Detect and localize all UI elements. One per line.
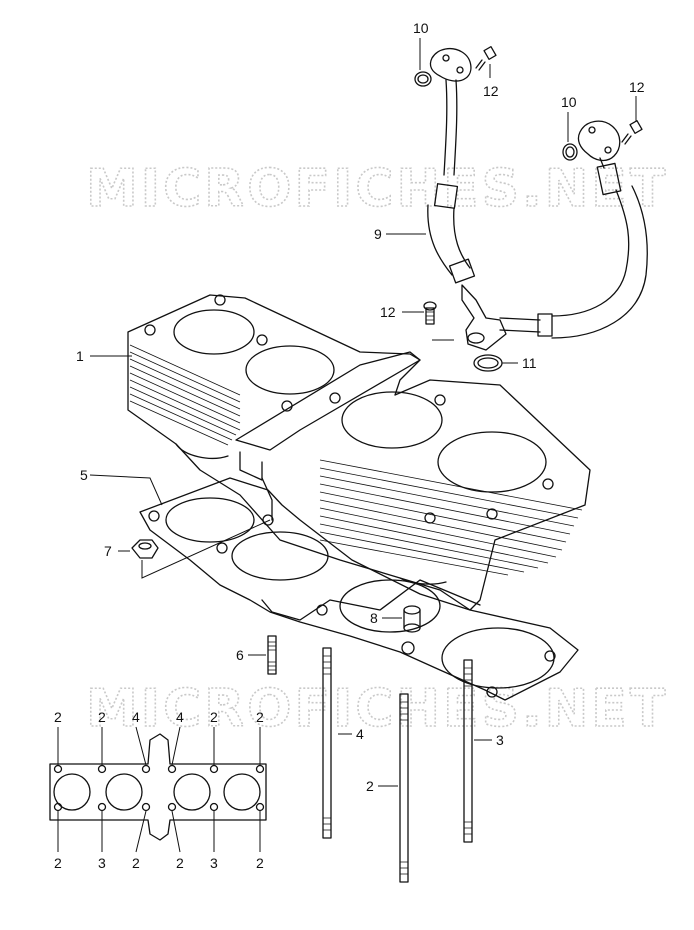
bolt-12-right [621, 120, 643, 145]
callout-11: 11 [522, 355, 537, 371]
stud-map-top-1: 2 [54, 709, 62, 725]
stud-map-top-4: 4 [176, 709, 184, 725]
callout-9: 9 [374, 226, 382, 242]
watermark-bottom: MICROFICHES.NET [86, 679, 668, 739]
stud-map-top-6: 2 [256, 709, 264, 725]
bolt-12-top [475, 46, 497, 71]
stud-location-map [49, 726, 267, 853]
callout-7: 7 [104, 543, 112, 559]
bolt-12-mid [423, 301, 437, 325]
stud-2 [399, 693, 409, 883]
stud-map-top-2: 2 [98, 709, 106, 725]
callout-10-left: 10 [413, 20, 429, 36]
nut-7 [131, 539, 159, 559]
washer-10-left [414, 71, 432, 87]
stud-map-bottom-5: 3 [210, 855, 218, 871]
stud-map-bottom-1: 2 [54, 855, 62, 871]
callout-10-right: 10 [561, 94, 577, 110]
dowel-8 [403, 605, 421, 633]
oil-hose-assembly [427, 47, 648, 351]
callout-1: 1 [76, 348, 84, 364]
stud-map-bottom-6: 2 [256, 855, 264, 871]
stud-6 [267, 635, 277, 675]
stud-map-bottom-4: 2 [176, 855, 184, 871]
callout-12-mid: 12 [380, 304, 396, 320]
stud-3 [463, 659, 473, 843]
watermark-top: MICROFICHES.NET [86, 159, 668, 219]
stud-4 [322, 647, 332, 839]
stud-map-top-3: 4 [132, 709, 140, 725]
callout-6: 6 [236, 647, 244, 663]
callout-3-stud: 3 [496, 732, 504, 748]
leader-lines [89, 38, 637, 787]
base-gasket [139, 477, 579, 701]
callout-4-stud: 4 [356, 726, 364, 742]
callout-2-stud: 2 [366, 778, 374, 794]
cylinder-block [127, 294, 591, 621]
stud-map-bottom-3: 2 [132, 855, 140, 871]
stud-map-bottom-2: 3 [98, 855, 106, 871]
callout-5: 5 [80, 467, 88, 483]
callout-8: 8 [370, 610, 378, 626]
stud-map-top-5: 2 [210, 709, 218, 725]
washer-10-right [562, 143, 578, 161]
callout-12-top: 12 [483, 83, 499, 99]
callout-12-right: 12 [629, 79, 645, 95]
